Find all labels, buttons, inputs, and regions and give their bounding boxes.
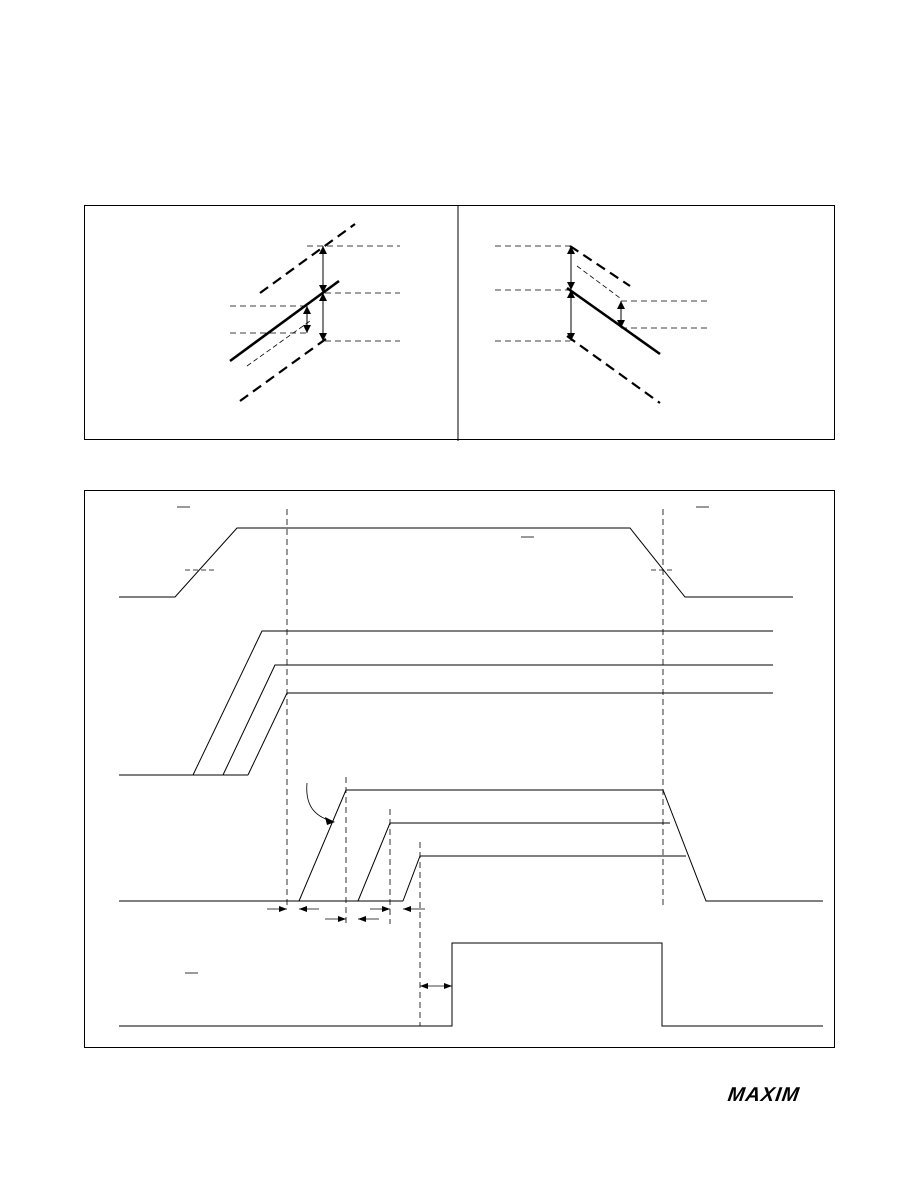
arrowhead-right [382, 906, 390, 912]
enable-waveform [119, 527, 793, 598]
arrowhead-down [567, 282, 575, 290]
arrowhead-right [279, 906, 287, 912]
arrowhead-up [567, 290, 575, 298]
input-3-waveform [247, 692, 773, 776]
arrowhead-up [303, 306, 311, 314]
output-1-waveform [298, 789, 823, 902]
arrowhead-down [319, 285, 327, 293]
input-2-waveform [222, 664, 773, 776]
arrowhead-up [567, 246, 575, 254]
arrowhead-left [358, 916, 366, 922]
tracking-diagram [229, 206, 710, 441]
power-good-waveform [119, 942, 823, 1027]
falling-tracking-plot [495, 245, 710, 404]
arrowhead-left [299, 906, 307, 912]
arrowhead-left [403, 906, 411, 912]
upper-limit-line [259, 223, 356, 294]
arrowhead-up [617, 301, 625, 309]
upper-limit-line [569, 245, 631, 287]
arrowhead-down [319, 333, 327, 341]
arrowhead-down [617, 320, 625, 328]
timing-diagram-panel [84, 490, 835, 1048]
arrowhead-down [303, 325, 311, 333]
tracked-output-line [229, 279, 340, 363]
lower-limit-line [566, 335, 661, 404]
arrowhead-right [444, 983, 452, 989]
arrowhead-down [567, 333, 575, 341]
maxim-logo: MAXIM [726, 1084, 802, 1106]
tracked-output-line [566, 286, 661, 356]
tracking-diagram-panel [84, 205, 835, 441]
ramp-pointer [306, 782, 332, 822]
timing-diagram [119, 506, 823, 1027]
arrowhead-left [420, 983, 428, 989]
arrowhead-up [319, 246, 327, 254]
lower-limit-line [239, 335, 331, 402]
reference-line [246, 320, 311, 367]
reference-line [576, 265, 621, 299]
arrowhead-right [338, 916, 346, 922]
input-1-waveform [119, 630, 773, 776]
arrowhead-up [319, 293, 327, 301]
rising-tracking-plot [229, 223, 400, 402]
pointer-arrowhead [325, 817, 335, 825]
output-3-waveform [402, 855, 686, 902]
output-2-waveform [357, 822, 670, 902]
